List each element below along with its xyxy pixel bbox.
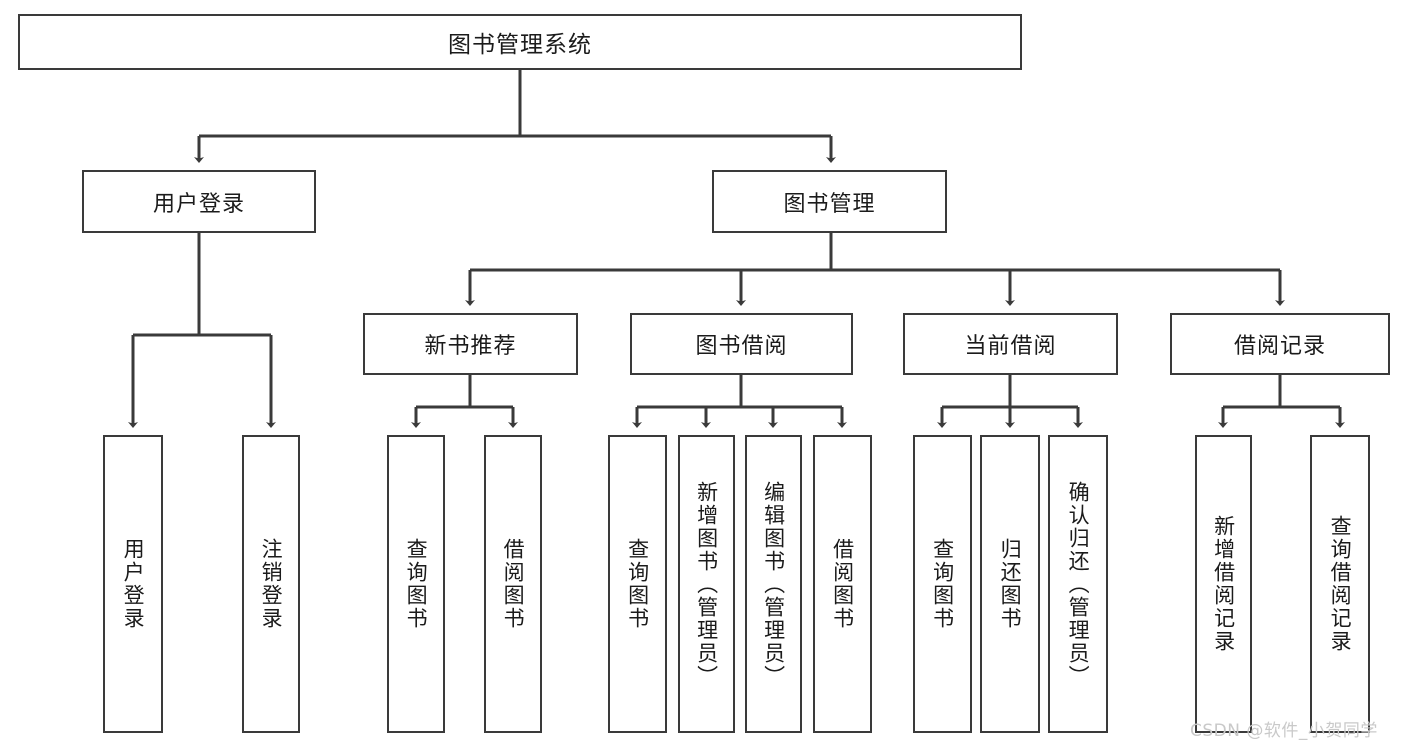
leaf-label: 查询图书 xyxy=(930,538,955,630)
node-current-borrow[interactable]: 当前借阅 xyxy=(903,313,1118,375)
leaf-label: 查询图书 xyxy=(404,538,429,630)
leaf-label: 编辑图书（管理员） xyxy=(761,480,786,688)
node-leaf-logout[interactable]: 注销登录 xyxy=(242,435,300,733)
node-leaf-add-borrow-record[interactable]: 新增借阅记录 xyxy=(1195,435,1252,733)
node-leaf-edit-book-admin[interactable]: 编辑图书（管理员） xyxy=(745,435,802,733)
leaf-label: 查询图书 xyxy=(625,538,650,630)
node-leaf-add-book-admin[interactable]: 新增图书（管理员） xyxy=(678,435,735,733)
leaf-label: 查询借阅记录 xyxy=(1328,515,1353,653)
node-book-management[interactable]: 图书管理 xyxy=(712,170,947,233)
leaf-label: 归还图书 xyxy=(998,538,1023,630)
node-leaf-query-borrow-record[interactable]: 查询借阅记录 xyxy=(1310,435,1370,733)
leaf-label: 借阅图书 xyxy=(501,538,526,630)
node-user-login[interactable]: 用户登录 xyxy=(82,170,316,233)
node-leaf-query-book-borrow[interactable]: 查询图书 xyxy=(608,435,667,733)
leaf-label: 新增借阅记录 xyxy=(1211,515,1236,653)
leaf-label: 用户登录 xyxy=(121,538,146,630)
leaf-label: 注销登录 xyxy=(259,538,284,630)
leaf-label: 借阅图书 xyxy=(830,538,855,630)
node-book-borrow[interactable]: 图书借阅 xyxy=(630,313,853,375)
node-leaf-return-book[interactable]: 归还图书 xyxy=(980,435,1040,733)
node-leaf-borrow-book-newbook[interactable]: 借阅图书 xyxy=(484,435,542,733)
leaf-label: 确认归还（管理员） xyxy=(1066,480,1091,688)
node-leaf-borrow-book[interactable]: 借阅图书 xyxy=(813,435,872,733)
csdn-watermark: CSDN @软件_小贺同学 xyxy=(1190,721,1378,741)
leaf-label: 新增图书（管理员） xyxy=(694,480,719,688)
node-leaf-query-book-current[interactable]: 查询图书 xyxy=(913,435,972,733)
node-borrow-records[interactable]: 借阅记录 xyxy=(1170,313,1390,375)
node-new-book-recommend[interactable]: 新书推荐 xyxy=(363,313,578,375)
node-leaf-query-book-newbook[interactable]: 查询图书 xyxy=(387,435,445,733)
node-root[interactable]: 图书管理系统 xyxy=(18,14,1022,70)
node-leaf-confirm-return-admin[interactable]: 确认归还（管理员） xyxy=(1048,435,1108,733)
node-leaf-user-login[interactable]: 用户登录 xyxy=(103,435,163,733)
